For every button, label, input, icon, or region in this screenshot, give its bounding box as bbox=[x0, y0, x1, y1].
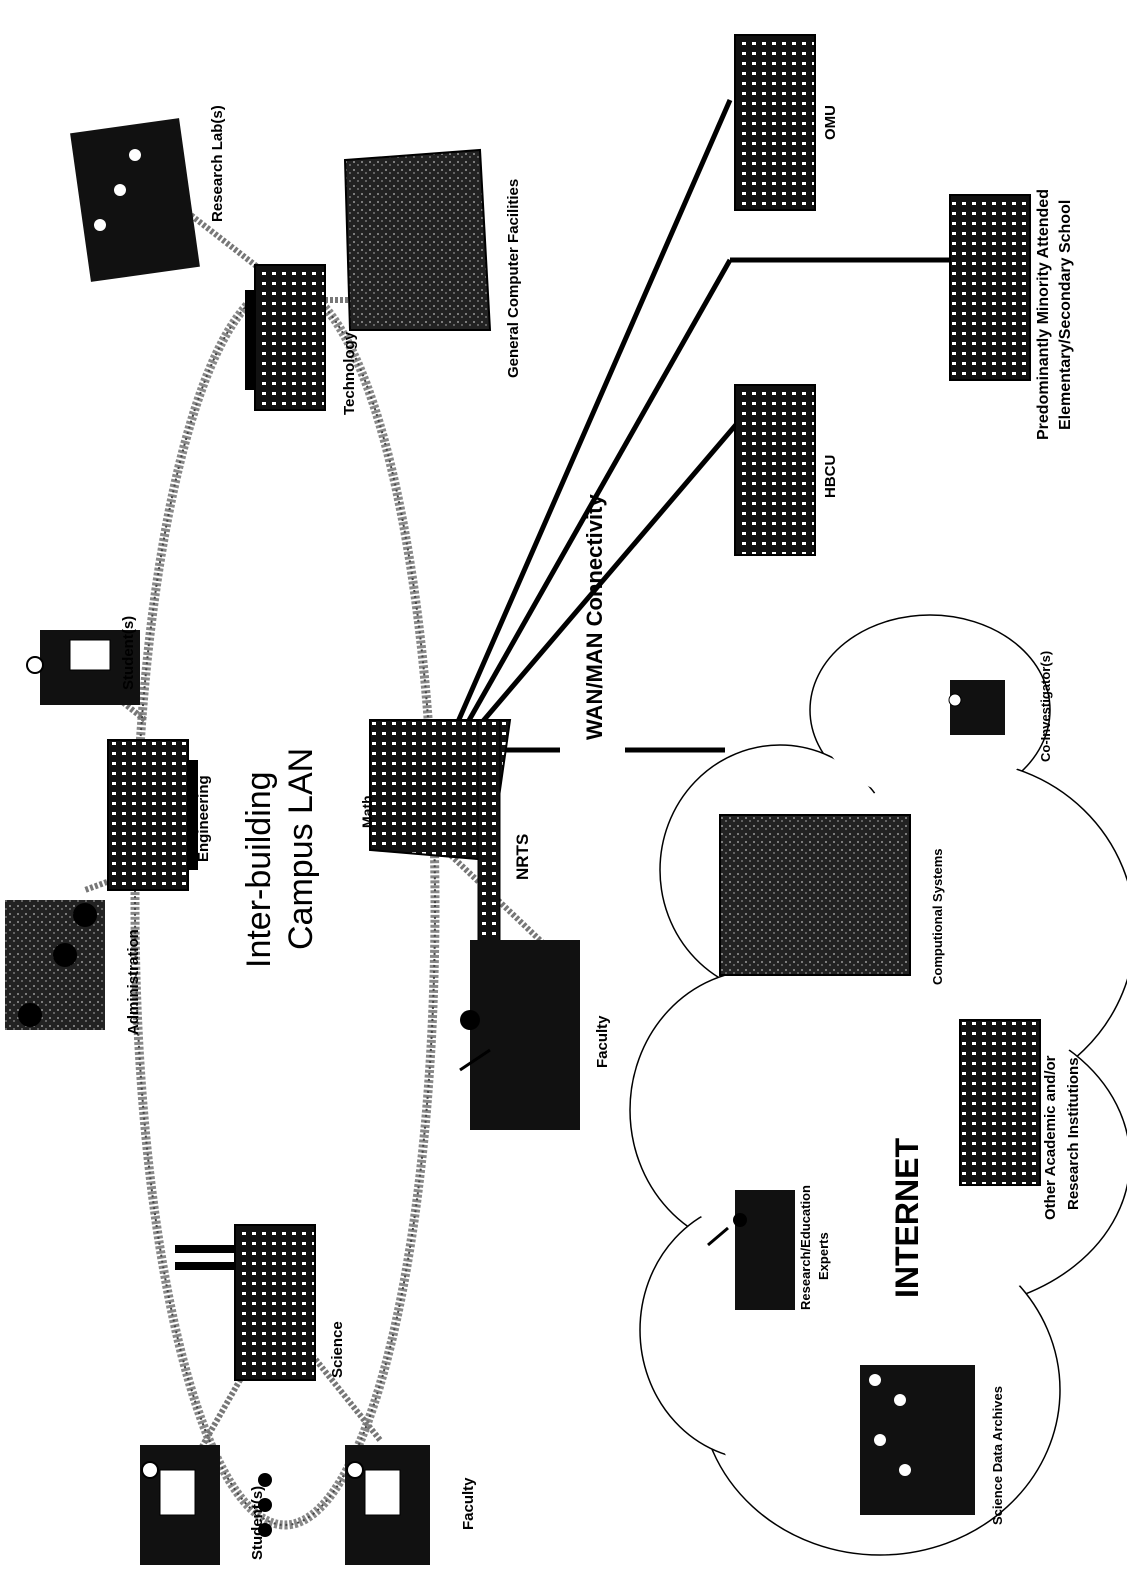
computational-systems bbox=[719, 814, 911, 976]
research-labs-label: Research Lab(s) bbox=[209, 105, 226, 222]
faculty-bottom-workstation bbox=[345, 1445, 430, 1565]
general-computer-label: General Computer Facilities bbox=[505, 179, 522, 378]
co-investigator-workstation bbox=[948, 680, 1005, 735]
minority-school-label-line-1: Predominantly Minority Attended bbox=[1035, 189, 1052, 440]
other-institutions-label-line-1: Other Academic and/or bbox=[1042, 1055, 1059, 1220]
science-archives-equipment bbox=[860, 1365, 975, 1515]
engineering-label: Engineering bbox=[195, 775, 212, 862]
science-building bbox=[175, 1224, 316, 1381]
faculty-bottom-label: Faculty bbox=[460, 1477, 477, 1530]
research-labs-equipment bbox=[70, 118, 200, 282]
minority-school-building bbox=[949, 194, 1031, 381]
campus-lan-title-line-2: Campus LAN bbox=[282, 748, 320, 950]
students-top-workstation bbox=[26, 630, 140, 705]
science-archives-label: Science Data Archives bbox=[990, 1386, 1005, 1525]
students-bottom-workstation bbox=[140, 1445, 220, 1565]
math-building bbox=[369, 719, 512, 961]
co-investigators-label: Co-Investigator(s) bbox=[1038, 651, 1053, 762]
nrts-label: NRTS bbox=[513, 834, 532, 880]
administration-label: Administration bbox=[125, 929, 142, 1035]
omu-label: OMU bbox=[822, 105, 839, 140]
experts-label-line-2: Experts bbox=[816, 1232, 831, 1280]
minority-school-label-line-2: Elementary/Secondary School bbox=[1057, 200, 1074, 430]
computational-systems-label: Computional Systems bbox=[930, 848, 945, 985]
research-experts-classroom bbox=[707, 1190, 795, 1310]
administration-people bbox=[5, 900, 105, 1030]
technology-label: Technology bbox=[341, 331, 358, 415]
math-label: Math bbox=[359, 795, 375, 828]
wan-links bbox=[447, 98, 950, 753]
technology-building bbox=[245, 264, 326, 411]
omu-building bbox=[734, 34, 816, 211]
general-computer-facilities bbox=[343, 148, 492, 331]
faculty-center-classroom bbox=[459, 940, 580, 1130]
other-institutions-building bbox=[959, 1019, 1041, 1186]
ellipsis-dots bbox=[258, 1473, 272, 1537]
wan-connectivity-label: WAN/MAN Connectivity bbox=[582, 494, 607, 740]
other-institutions-label-line-2: Research Institutions bbox=[1065, 1057, 1082, 1210]
faculty-center-label: Faculty bbox=[594, 1015, 611, 1068]
students-top-label: Student(s) bbox=[120, 616, 137, 690]
hbcu-label: HBCU bbox=[822, 455, 839, 498]
internet-label: INTERNET bbox=[889, 1138, 925, 1298]
experts-label-line-1: Research/Education bbox=[798, 1185, 813, 1310]
science-label: Science bbox=[329, 1321, 346, 1378]
hbcu-building bbox=[734, 384, 816, 556]
engineering-building bbox=[107, 739, 198, 891]
campus-lan-title-line-1: Inter-building bbox=[240, 771, 278, 968]
students-bottom-label: Student(s) bbox=[249, 1486, 266, 1560]
